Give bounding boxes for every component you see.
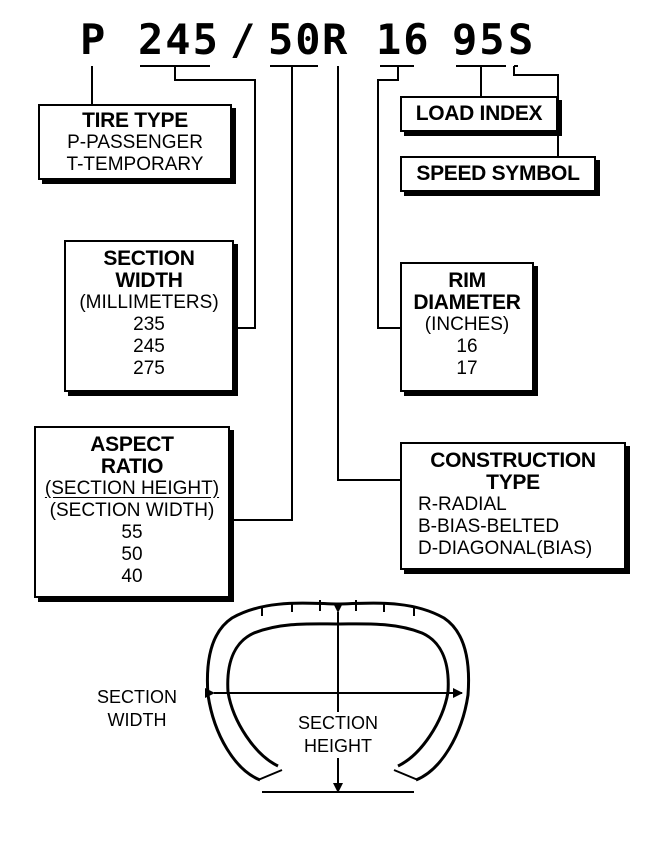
speed-symbol-leader [513,65,559,163]
section-width-title: SECTION [103,247,195,270]
rim-diameter-value: 17 [456,358,478,379]
tire-type-box: TIRE TYPE P-PASSENGER T-TEMPORARY [38,104,232,180]
rim-diameter-unit: (INCHES) [424,314,510,335]
code-rim-diameter: 16 [376,15,431,64]
construction-type-title: CONSTRUCTION [430,449,596,472]
rim-diameter-box: RIM DIAMETER (INCHES) 16 17 [400,262,534,392]
rim-diameter-value: 16 [456,336,478,357]
construction-type-title: TYPE [486,471,540,494]
tire-type-line: T-TEMPORARY [66,154,204,175]
speed-symbol-box: SPEED SYMBOL [400,156,596,192]
rim-diameter-title: DIAMETER [413,291,521,314]
construction-type-line: R-RADIAL [418,494,507,515]
construction-type-line: B-BIAS-BELTED [418,516,560,537]
section-height-label-line: HEIGHT [303,736,372,756]
section-width-label-line: WIDTH [107,710,167,730]
code-speed-symbol: S [508,15,536,64]
aspect-ratio-value: 50 [121,544,143,565]
construction-type-leader [337,66,400,481]
section-width-label-line: SECTION [96,687,177,707]
construction-type-box: CONSTRUCTION TYPE R-RADIAL B-BIAS-BELTED… [400,442,626,570]
section-width-leader [140,65,256,329]
tire-type-line: P-PASSENGER [67,132,203,153]
rim-diameter-title: RIM [448,269,486,292]
section-width-unit: (MILLIMETERS) [79,292,219,313]
tread-grooves [261,600,415,616]
section-height-label: SECTION HEIGHT [278,712,398,758]
tire-type-title: TIRE TYPE [82,109,188,132]
code-construction: R [322,15,350,64]
code-slash: / [230,15,258,64]
section-width-box: SECTION WIDTH (MILLIMETERS) 235 245 275 [64,240,234,392]
aspect-ratio-value: 55 [121,522,143,543]
load-index-title: LOAD INDEX [415,102,543,125]
aspect-ratio-value: 40 [121,566,143,587]
aspect-ratio-denominator: (SECTION WIDTH) [49,500,215,521]
section-width-label: SECTION WIDTH [82,686,192,732]
aspect-ratio-box: ASPECT RATIO (SECTION HEIGHT) (SECTION W… [34,426,230,598]
rim-diameter-leader [377,65,414,329]
section-width-value: 275 [133,358,165,379]
load-index-box: LOAD INDEX [400,96,558,132]
aspect-ratio-leader [230,65,318,521]
speed-symbol-title: SPEED SYMBOL [416,162,580,185]
aspect-ratio-numerator: (SECTION HEIGHT) [44,478,220,499]
code-section-width: 245 [138,15,220,64]
load-index-leader [456,65,506,96]
code-tire-type: P [80,15,108,64]
section-width-title: WIDTH [115,269,183,292]
code-aspect-ratio: 50 [268,15,323,64]
section-width-value: 235 [133,314,165,335]
code-load-index: 95 [452,15,507,64]
section-height-label-line: SECTION [297,713,378,733]
section-width-value: 245 [133,336,165,357]
aspect-ratio-title: ASPECT [90,433,174,456]
aspect-ratio-title: RATIO [100,455,164,478]
construction-type-line: D-DIAGONAL(BIAS) [418,538,593,559]
